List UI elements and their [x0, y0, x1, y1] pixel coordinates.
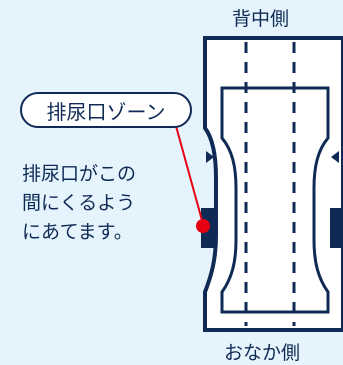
leader-line	[175, 125, 204, 225]
placement-instruction: 排尿口がこの 間にくるよう にあてます。	[22, 160, 184, 247]
right-notch-triangle	[331, 151, 339, 163]
back-side-label: 背中側	[232, 8, 290, 30]
belly-side-label: おなか側	[224, 342, 301, 364]
instruction-line: 排尿口がこの	[22, 163, 137, 185]
instruction-line: 間にくるよう	[22, 192, 136, 214]
left-notch-triangle	[206, 151, 214, 163]
instruction-line: にあてます。	[22, 221, 133, 243]
right-marker-bar	[330, 208, 343, 248]
urination-zone-label: 排尿口ゾーン	[20, 92, 192, 128]
target-dot	[196, 219, 210, 233]
diaper-inner-outline	[220, 86, 330, 314]
